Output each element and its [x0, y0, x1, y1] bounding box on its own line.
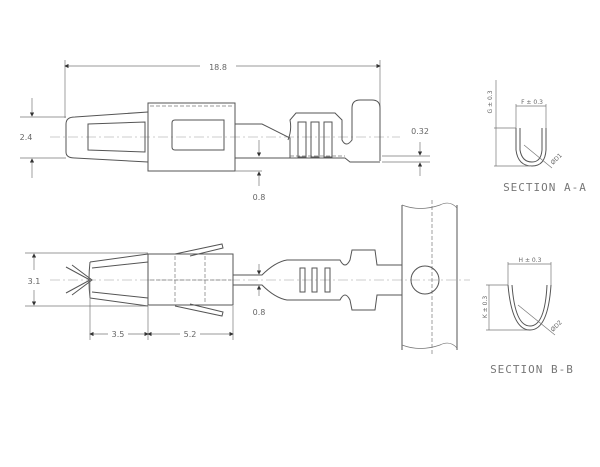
offset-label: 0.8 [253, 193, 266, 202]
body [147, 253, 234, 306]
width-label: 3.1 [28, 277, 41, 286]
top-view: 18.8 2.4 0.32 0.8 [20, 60, 430, 202]
thickness-label: 0.32 [411, 127, 429, 136]
neck-label: 0.8 [253, 308, 266, 317]
section-b-b: K ± 0.3 H ± 0.3 ØD2 SECTION B-B [482, 257, 574, 376]
d2-diameter: ØD2 [549, 319, 563, 333]
pilot-hole [410, 265, 440, 295]
body [147, 102, 236, 172]
bottom-view: 3.1 3.5 5.2 0.8 [25, 200, 470, 355]
spring-length-label: 3.5 [112, 330, 125, 339]
body-length-label: 5.2 [184, 330, 197, 339]
nose [65, 111, 149, 163]
section-a-title: SECTION A-A [503, 181, 587, 194]
d1-diameter: ØD1 [549, 152, 563, 166]
h-dimension: H ± 0.3 [519, 257, 542, 264]
section-a-a: G ± 0.3 F ± 0.3 ØD1 SECTION A-A [487, 80, 587, 194]
length-label: 18.8 [209, 63, 227, 72]
g-dimension: G ± 0.3 [487, 90, 494, 113]
f-dimension: F ± 0.3 [521, 99, 543, 106]
k-dimension: K ± 0.3 [482, 296, 489, 319]
height-label: 2.4 [20, 133, 33, 142]
carrier-strip [401, 205, 458, 350]
section-b-title: SECTION B-B [490, 363, 574, 376]
